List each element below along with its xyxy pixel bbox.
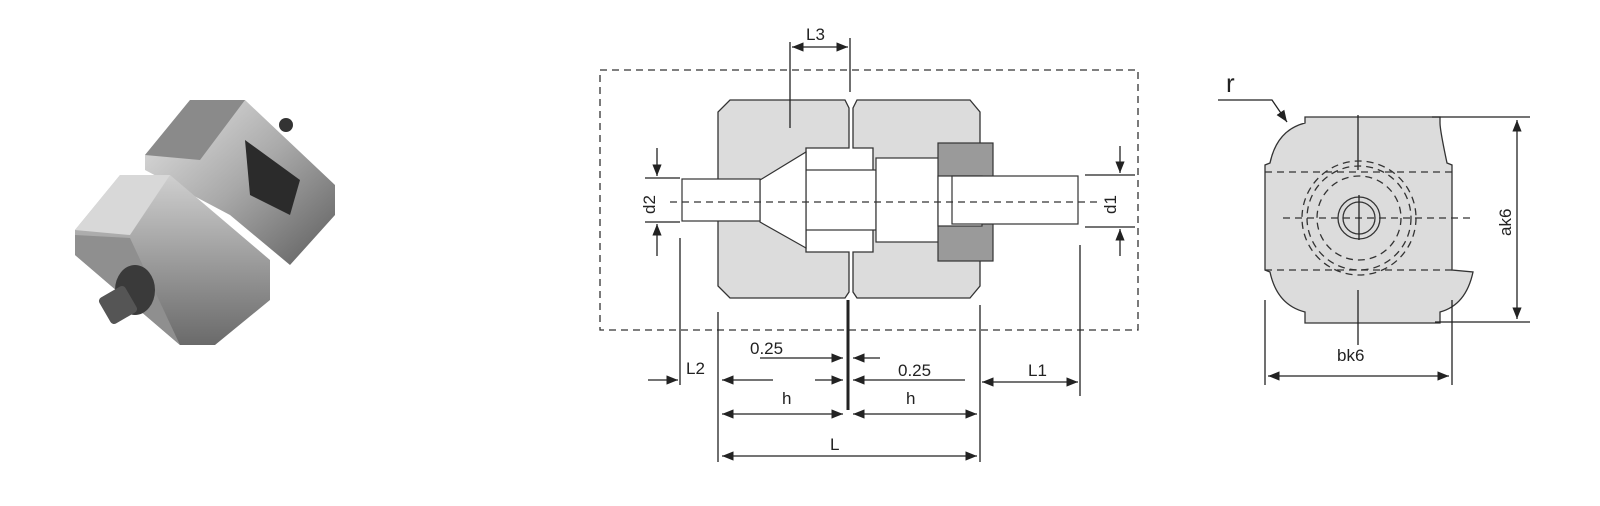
label-d2: d2 [640, 195, 659, 214]
envelope-outline [599, 69, 1139, 331]
label-l1: L1 [1028, 361, 1047, 380]
label-gap-left: 0.25 [750, 339, 783, 358]
label-bk6: bk6 [1337, 346, 1364, 365]
label-d1: d1 [1101, 195, 1120, 214]
side-view: L3 d2 d1 L2 0.25 0.25 L1 h h L [599, 25, 1139, 462]
end-view: r ak6 bk6 [1218, 68, 1530, 385]
label-ak6: ak6 [1496, 209, 1515, 236]
label-h-right: h [906, 389, 915, 408]
rear-pin [279, 118, 293, 132]
label-l2: L2 [686, 359, 705, 378]
inner-bore [805, 169, 877, 231]
threaded-pin [98, 285, 138, 325]
right-pin [951, 175, 1079, 225]
radius-leader [1218, 99, 1288, 123]
end-block [1264, 116, 1474, 324]
label-l: L [830, 435, 839, 454]
slot-opening [245, 140, 300, 215]
front-block-top [75, 175, 170, 235]
label-gap-right: 0.25 [898, 361, 931, 380]
label-l3: L3 [806, 25, 825, 44]
product-photo [75, 100, 335, 345]
label-h-left: h [782, 389, 791, 408]
back-block-top [145, 100, 245, 160]
inner-head [875, 157, 941, 243]
left-pin [681, 178, 761, 222]
label-r: r [1226, 68, 1235, 98]
